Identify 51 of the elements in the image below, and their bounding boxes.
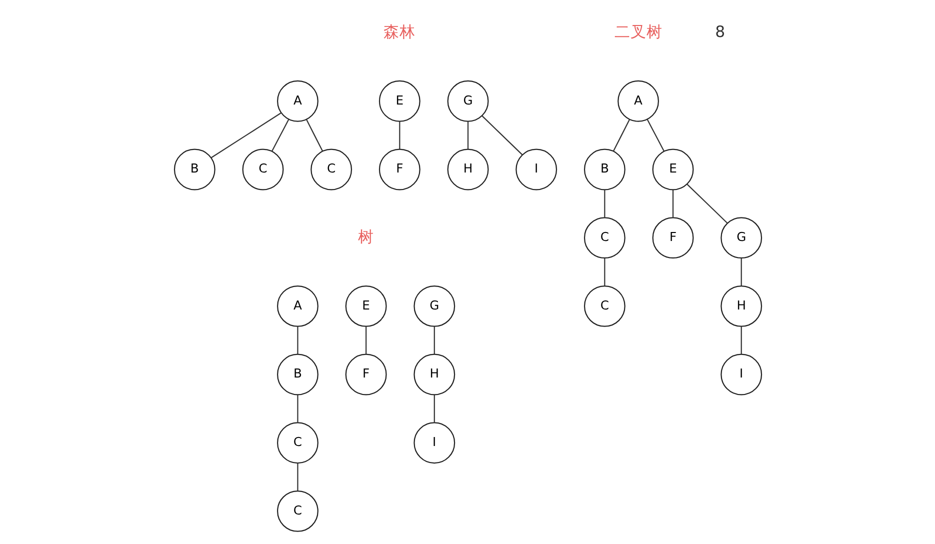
node-circle: I — [413, 422, 455, 464]
connector — [306, 119, 322, 152]
node-circle: C — [583, 285, 625, 327]
node-circle: F — [652, 217, 694, 259]
connector — [740, 326, 742, 354]
connector — [296, 394, 298, 422]
connector — [296, 326, 298, 354]
connector — [740, 258, 742, 286]
node-circle: A — [276, 80, 318, 122]
connector — [365, 326, 366, 354]
connector — [210, 112, 281, 158]
node-circle: G — [720, 217, 762, 259]
node-circle: C — [242, 148, 284, 190]
node-circle: I — [515, 148, 557, 190]
label: 森林 — [383, 22, 416, 41]
connector — [433, 394, 434, 422]
node-circle: F — [344, 354, 386, 396]
node-circle: G — [413, 285, 455, 327]
node-circle: H — [413, 354, 455, 396]
node-circle: G — [446, 80, 488, 122]
node-circle: I — [720, 354, 762, 396]
node-circle: C — [276, 422, 318, 464]
connector — [672, 190, 674, 218]
connector — [604, 258, 605, 286]
label: 树 — [358, 226, 374, 246]
connector — [686, 184, 728, 224]
node-circle: C — [310, 148, 352, 190]
node-circle: A — [276, 285, 318, 327]
connector — [612, 119, 630, 152]
connector — [646, 119, 664, 152]
connector — [481, 116, 522, 156]
node-circle: C — [276, 490, 318, 532]
node-circle: H — [446, 148, 488, 190]
connector — [398, 121, 400, 150]
node-circle: E — [378, 80, 420, 122]
node-circle: H — [720, 285, 762, 327]
node-circle: B — [173, 148, 215, 190]
connector — [296, 463, 298, 491]
node-circle: F — [378, 148, 420, 190]
node-circle: B — [583, 148, 625, 190]
connector — [433, 326, 434, 354]
label: 8 — [714, 22, 725, 41]
label: 二叉树 — [614, 22, 662, 41]
node-circle: A — [617, 80, 658, 122]
node-circle: B — [276, 354, 318, 396]
node-circle: E — [344, 285, 386, 327]
node-circle: E — [652, 148, 694, 190]
node-circle: C — [583, 217, 625, 259]
connector — [466, 121, 468, 150]
connector — [271, 119, 289, 152]
connector — [604, 190, 605, 218]
